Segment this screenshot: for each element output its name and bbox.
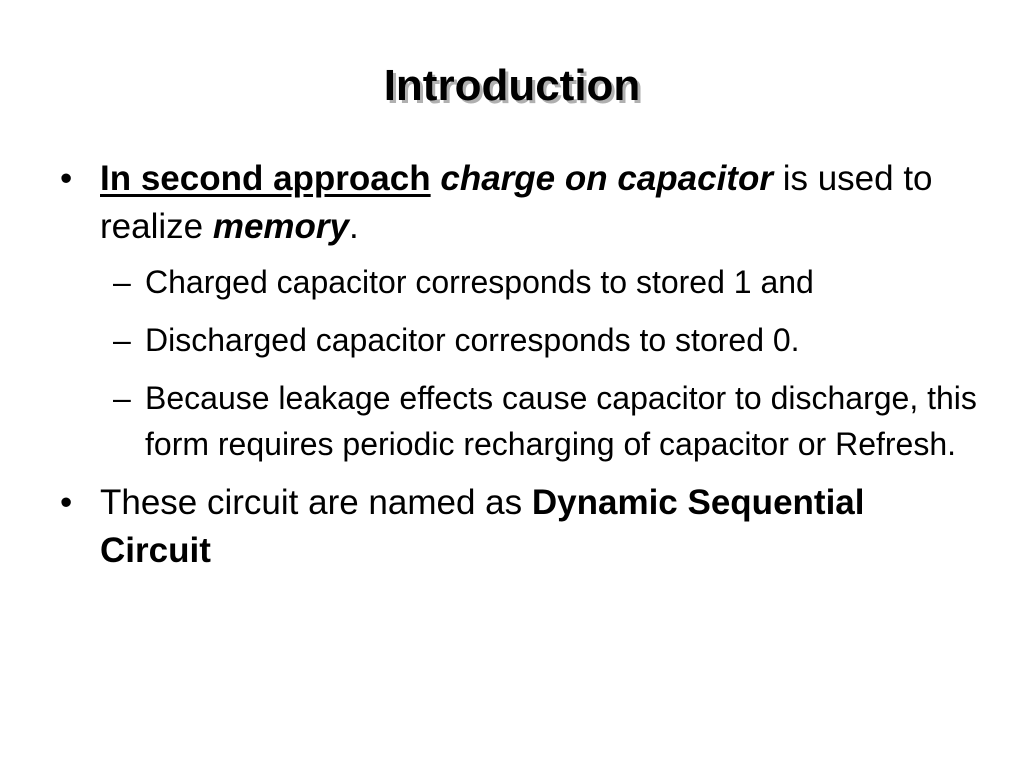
bullet-text: is used to realize	[100, 159, 933, 246]
text-space	[431, 159, 441, 198]
sub-bullet-text: Because leakage effects cause capacitor …	[145, 380, 977, 462]
sub-bullet-charged: – Charged capacitor corresponds to store…	[60, 259, 980, 305]
sub-bullet-list: – Charged capacitor corresponds to store…	[60, 259, 980, 467]
bullet-marker: •	[60, 159, 73, 198]
approach-label: In second approach	[100, 159, 431, 198]
dynamic-sequential-circuit-term: Dynamic Sequential Circuit	[100, 483, 865, 570]
sub-bullet-marker: –	[113, 380, 131, 416]
slide-title: Introduction	[383, 61, 641, 110]
charge-on-capacitor-term: charge on capacitor	[440, 159, 773, 198]
sub-bullet-marker: –	[113, 264, 131, 300]
sub-bullet-marker: –	[113, 322, 131, 358]
bullet-dynamic-circuit: • These circuit are named as Dynamic Seq…	[60, 479, 980, 575]
bullet-period: .	[349, 207, 359, 246]
bullet-second-approach: • In second approach charge on capacitor…	[60, 155, 980, 251]
sub-bullet-text: Discharged capacitor corresponds to stor…	[145, 322, 800, 358]
memory-term: memory	[212, 207, 349, 246]
sub-bullet-text: Charged capacitor corresponds to stored …	[145, 264, 814, 300]
sub-bullet-leakage: – Because leakage effects cause capacito…	[60, 375, 980, 467]
bullet-text: These circuit are named as	[100, 483, 532, 522]
bullet-marker: •	[60, 483, 73, 522]
sub-bullet-discharged: – Discharged capacitor corresponds to st…	[60, 317, 980, 363]
slide-content: • In second approach charge on capacitor…	[60, 155, 980, 583]
